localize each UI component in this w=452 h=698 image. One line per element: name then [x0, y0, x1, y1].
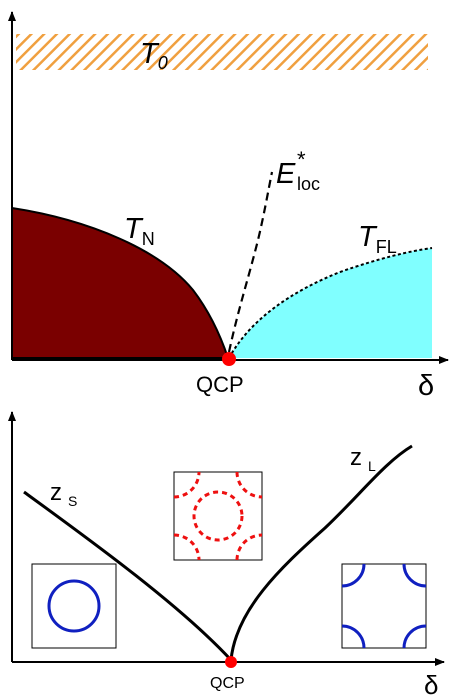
eloc-label: E [276, 158, 296, 190]
tfl-label: TFL [358, 221, 397, 257]
zs-curve [23, 490, 233, 662]
t0-band [16, 34, 428, 70]
eloc-curve [227, 171, 274, 353]
top-qcp-dot [222, 352, 236, 366]
eloc-sup: * [297, 147, 306, 172]
eloc-sub: loc [297, 174, 320, 194]
tfl-curve [228, 247, 433, 359]
fermi-liquid-region [229, 248, 432, 358]
large-fermi-surface-inset [341, 563, 427, 649]
tn-label: TN [124, 213, 155, 249]
top-delta-label: δ [418, 370, 434, 402]
bottom-qcp-label: QCP [210, 675, 245, 692]
bottom-qcp-dot [225, 656, 237, 668]
zl-curve [229, 444, 413, 661]
small-fermi-surface-inset [31, 563, 117, 649]
bottom-delta-label: δ [424, 670, 438, 698]
critical-fermi-surface-inset [173, 471, 263, 561]
top-panel: T0 TN E * loc TFL QCP δ [7, 11, 449, 402]
top-qcp-label: QCP [196, 372, 244, 397]
neel-region [11, 206, 230, 359]
t0-label: T0 [140, 38, 168, 73]
